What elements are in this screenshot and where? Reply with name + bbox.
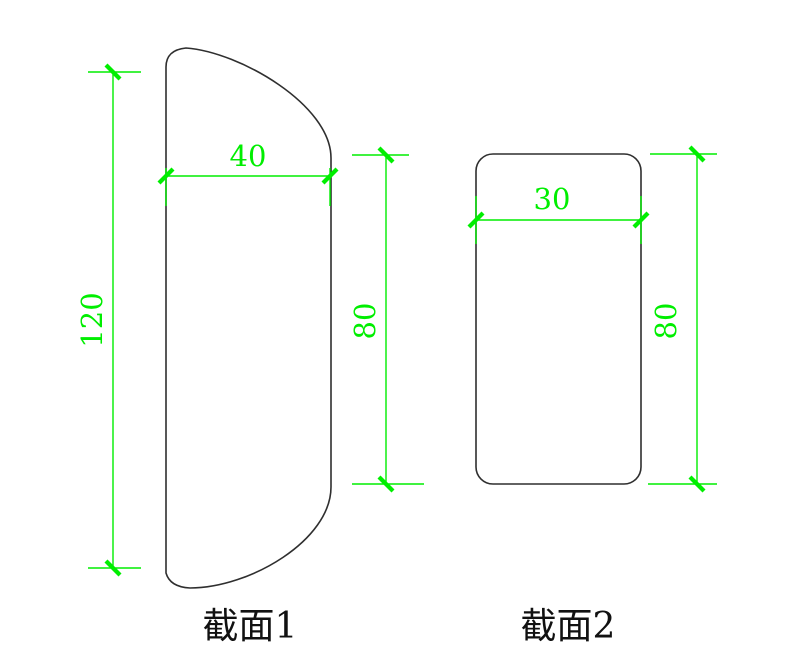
tick-mark [688, 475, 706, 493]
section1-outline [165, 47, 332, 589]
dimension-80-section1: 80 [348, 146, 424, 493]
dimension-40: 40 [157, 139, 339, 206]
dimension-120: 120 [75, 63, 141, 577]
tick-mark [321, 167, 339, 185]
dimension-value-80: 80 [348, 303, 382, 340]
dimension-value-30: 30 [534, 182, 571, 216]
dimension-30: 30 [467, 182, 650, 244]
section2-outline [475, 153, 642, 485]
tick-mark [157, 167, 175, 185]
dimension-value-120: 120 [75, 292, 109, 347]
tick-mark [688, 145, 706, 163]
tick-mark [467, 211, 485, 229]
tick-mark [377, 146, 395, 164]
section1-label: 截面1 [203, 606, 298, 647]
dimension-value-40: 40 [230, 139, 267, 173]
dimension-80-section2: 80 [648, 145, 717, 493]
section2-label: 截面2 [521, 606, 616, 647]
tick-mark [104, 63, 122, 81]
tick-mark [632, 211, 650, 229]
tick-mark [104, 559, 122, 577]
dimension-value-80-2: 80 [649, 303, 683, 340]
tick-mark [377, 475, 395, 493]
